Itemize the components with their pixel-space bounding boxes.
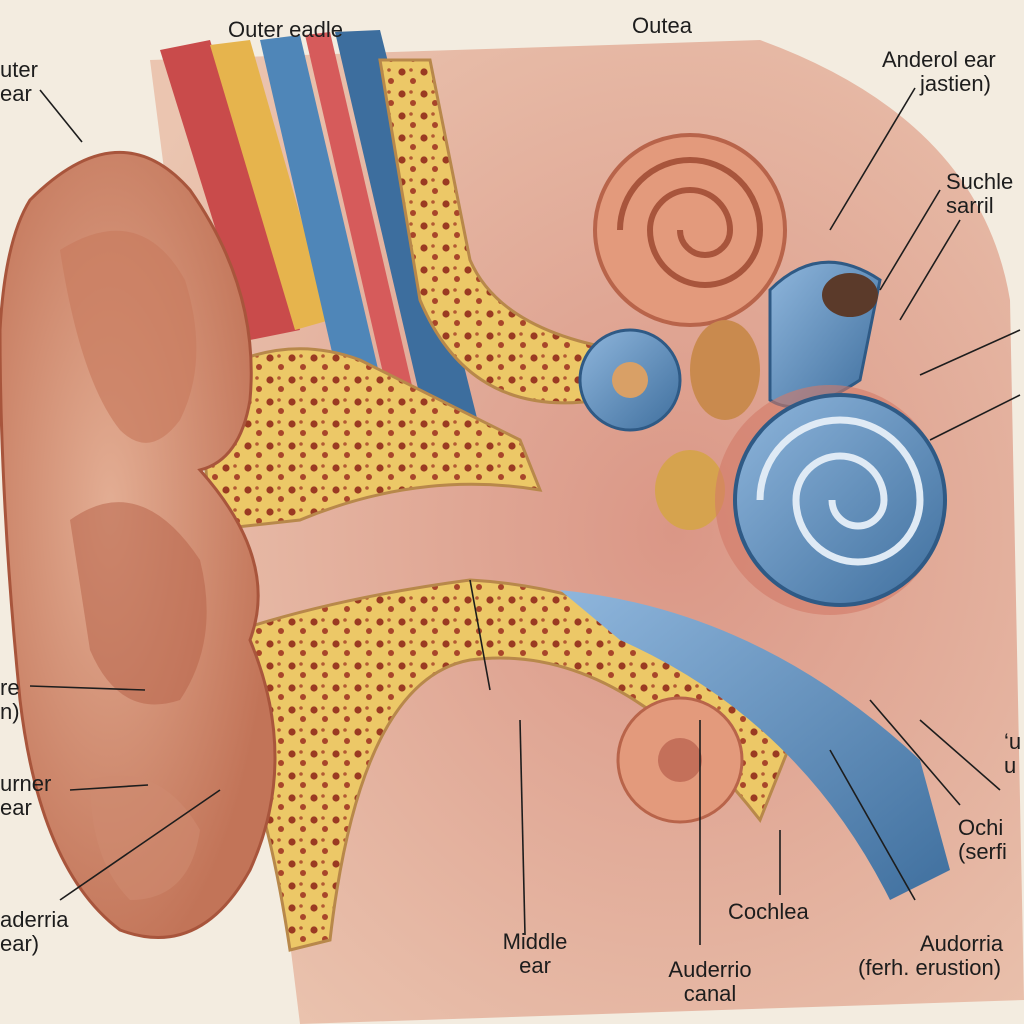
label-cochlea: Cochlea	[728, 899, 809, 924]
label-audorria: Audorria(ferh. erustion)	[858, 931, 1004, 980]
outer-ear-pinna	[0, 150, 277, 939]
upper-bone-plate	[198, 347, 543, 532]
label-ochi: Ochi(serfi	[958, 815, 1007, 864]
label-outer-eadle: Outer eadle	[228, 17, 343, 42]
label-leader-lines	[29, 87, 1021, 945]
label-outea: Outea	[632, 13, 692, 38]
lower-temporal-bone	[208, 578, 802, 952]
inner-ear-structures	[578, 133, 947, 824]
eustachian-tube	[560, 590, 950, 900]
